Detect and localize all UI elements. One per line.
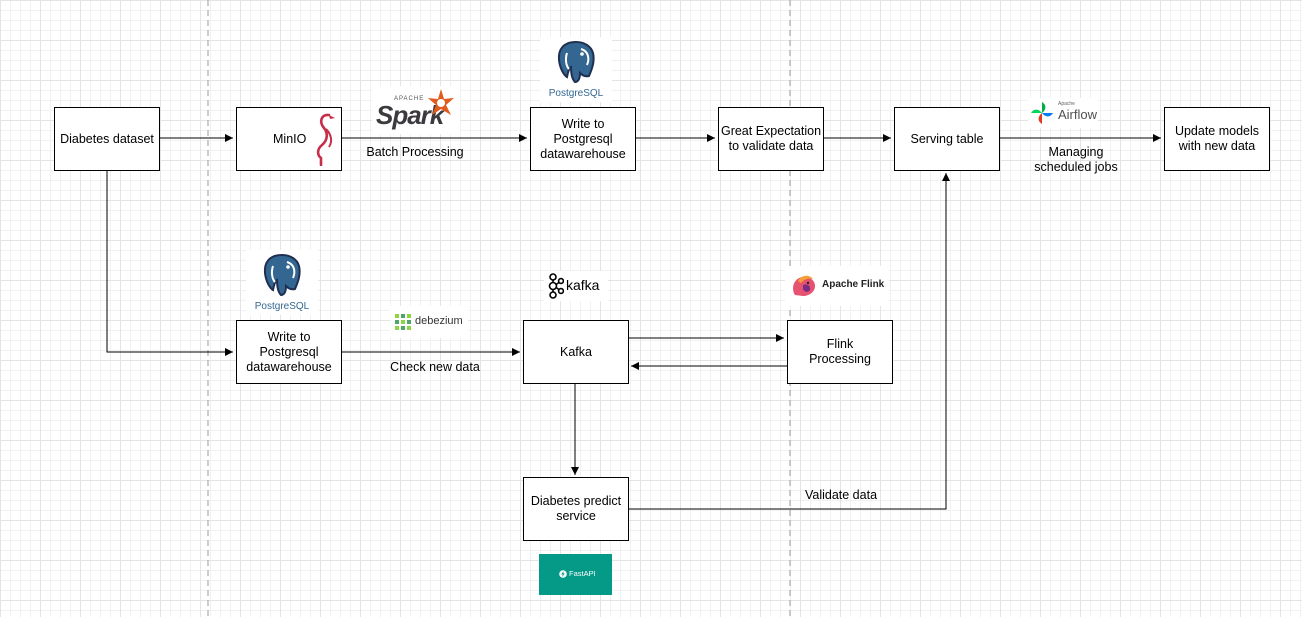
node-update-models[interactable]: Update models with new data [1164,107,1270,171]
kafka-logo: kafka [544,271,608,301]
arrow-predict-to-serving [628,173,950,510]
node-write-postgres-top[interactable]: Write to Postgresql datawarehouse [530,107,636,171]
spark-logo: APACHE Spark [372,86,460,134]
postgresql-elephant-icon [557,40,595,84]
node-diabetes-predict-service[interactable]: Diabetes predict service [523,477,629,541]
debezium-logo: debezium [390,306,468,338]
label-batch-processing: Batch Processing [366,145,464,159]
airflow-pinwheel-icon [1031,102,1053,124]
label-managing-scheduled-jobs: Managing scheduled jobs [1034,145,1118,174]
node-flink-processing[interactable]: Flink Processing [787,320,893,384]
label-check-new-data: Check new data [390,360,480,374]
arrow-dataset-to-postgres-bottom [106,170,233,356]
apache-flink-logo: Apache Flink [785,266,889,306]
debezium-grid-icon [395,314,411,330]
node-minio[interactable]: MinIO [236,107,342,171]
postgresql-logo-bottom: PostgreSQL [246,250,318,315]
node-great-expectation[interactable]: Great Expectation to validate data [718,107,824,171]
label-validate-data: Validate data [804,488,878,502]
airflow-logo: Apache Airflow [1028,98,1098,128]
minio-flamingo-icon [316,113,335,166]
node-write-postgres-bottom[interactable]: Write to Postgresql datawarehouse [236,320,342,384]
node-diabetes-dataset[interactable]: Diabetes dataset [54,107,160,171]
fastapi-logo: FastAPI [539,554,612,595]
kafka-nodes-icon [548,273,564,299]
postgresql-logo-top: PostgreSQL [540,37,612,102]
node-kafka[interactable]: Kafka [523,320,629,384]
node-serving-table[interactable]: Serving table [894,107,1000,171]
fastapi-bolt-icon [559,570,567,578]
postgresql-elephant-icon [263,253,301,297]
spark-star-icon [428,89,454,115]
flink-squirrel-icon [793,275,815,296]
